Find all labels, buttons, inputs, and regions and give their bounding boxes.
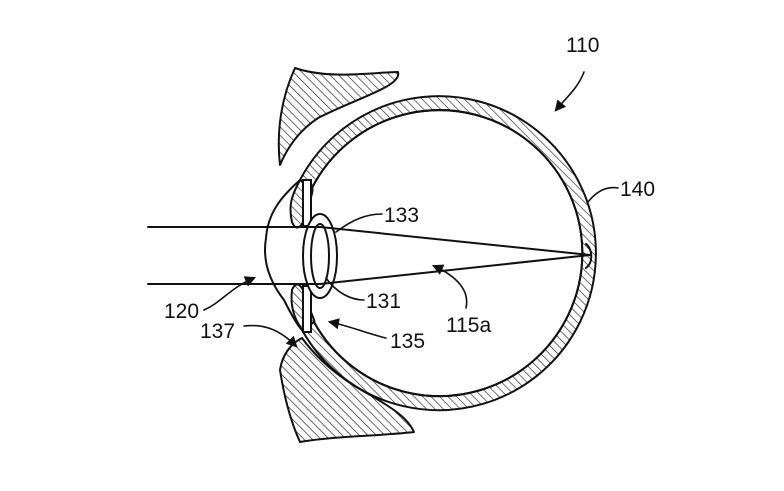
leader-131 — [325, 277, 365, 301]
refracted-ray-upper — [319, 226, 591, 256]
leader-133 — [335, 213, 383, 233]
label-137: 137 — [200, 320, 235, 343]
retina-focal-spot — [585, 243, 593, 269]
leader-137-arrow — [243, 324, 298, 348]
label-135: 135 — [390, 330, 425, 353]
label-133: 133 — [384, 204, 419, 227]
label-140: 140 — [620, 178, 655, 201]
iris-lower — [302, 285, 312, 333]
leader-140 — [587, 186, 619, 203]
refracted-ray-lower — [319, 254, 591, 285]
crystalline-lens-inner — [310, 223, 330, 289]
upper-eyelid-tissue — [277, 67, 400, 166]
cornea — [264, 179, 303, 331]
label-131: 131 — [366, 290, 401, 313]
leader-120-arrow — [203, 276, 257, 311]
leader-110-arrow — [554, 71, 585, 112]
label-110: 110 — [566, 34, 599, 57]
label-115a: 115a — [446, 314, 491, 337]
vitreous-chamber-outline — [311, 109, 584, 398]
leader-135-arrow — [327, 318, 387, 339]
iris-upper — [302, 179, 312, 227]
crystalline-lens-outer — [302, 213, 338, 299]
sclera-wall — [299, 95, 597, 412]
leader-115a-arrow — [431, 264, 468, 309]
label-120: 120 — [164, 300, 199, 323]
